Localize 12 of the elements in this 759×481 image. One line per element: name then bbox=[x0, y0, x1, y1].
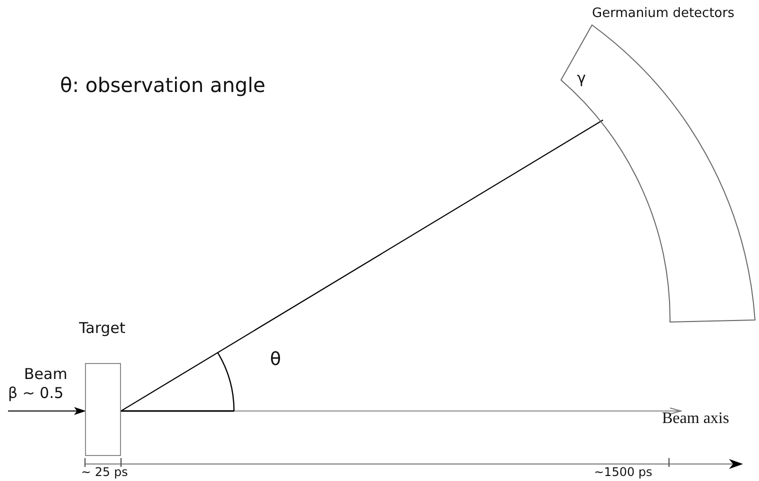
time-label: ~ 25 ps bbox=[81, 466, 128, 480]
detector-label: Germanium detectors bbox=[592, 6, 734, 21]
angle-symbol: θ bbox=[270, 350, 282, 371]
beam-label: Beam bbox=[24, 366, 68, 384]
angle-note: θ: observation angle bbox=[60, 74, 266, 97]
time-label: ~1500 ps bbox=[594, 466, 652, 480]
velocity-label: β ~ 0.5 bbox=[8, 385, 64, 402]
gamma-symbol: γ bbox=[577, 70, 586, 88]
beam-arrow bbox=[8, 407, 86, 415]
axis-label: Beam axis bbox=[662, 410, 730, 428]
gamma-ray-line bbox=[120, 120, 604, 412]
target-label: Target bbox=[79, 319, 126, 337]
